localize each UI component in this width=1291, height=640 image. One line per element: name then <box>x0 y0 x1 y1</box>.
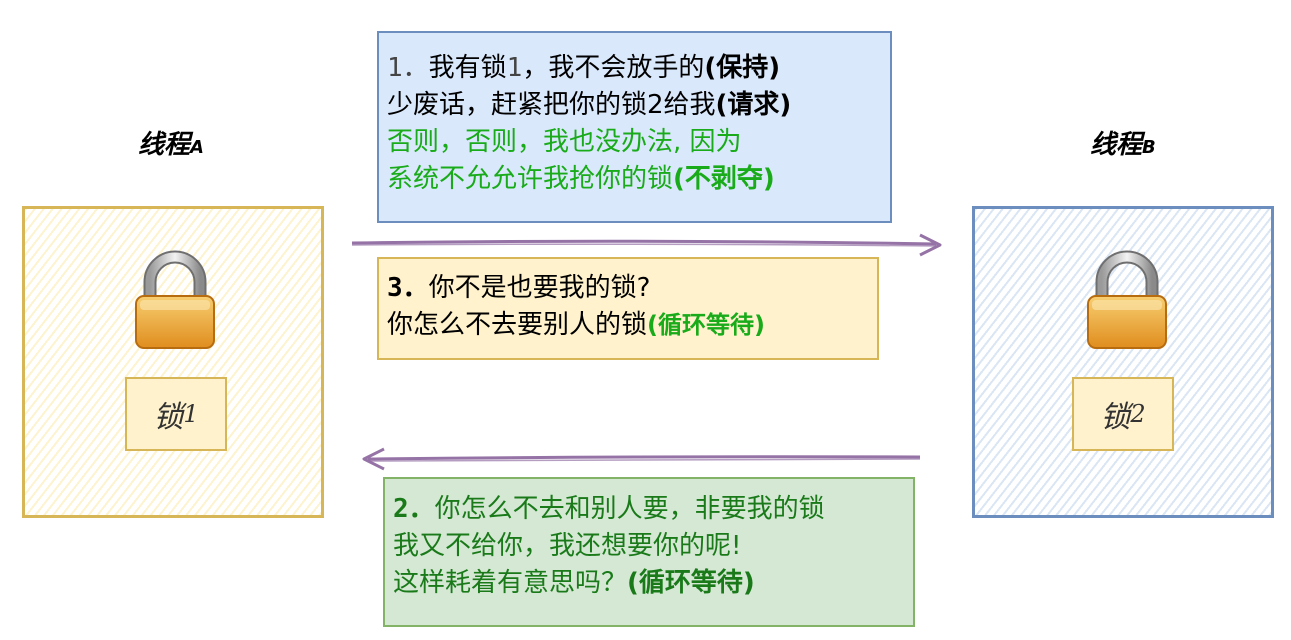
arrow-left-icon <box>362 447 921 471</box>
thread-b-label: 线程B <box>1090 130 1156 160</box>
note-circular-wait-b: 2．你怎么不去和别人要，非要我的锁 我又不给你，我还想要你的呢! 这样耗着有意思… <box>383 477 915 627</box>
note-circular-wait-a: 3．你不是也要我的锁? 你怎么不去要别人的锁(循环等待) <box>377 257 879 360</box>
arrow-right-icon <box>351 233 942 257</box>
thread-a-label: 线程A <box>138 130 204 160</box>
padlock-icon <box>135 250 215 349</box>
padlock-icon <box>1087 250 1167 349</box>
note-hold-and-request: 1．我有锁1，我不会放手的(保持) 少废话，赶紧把你的锁2给我(请求) 否则，否… <box>377 31 892 223</box>
